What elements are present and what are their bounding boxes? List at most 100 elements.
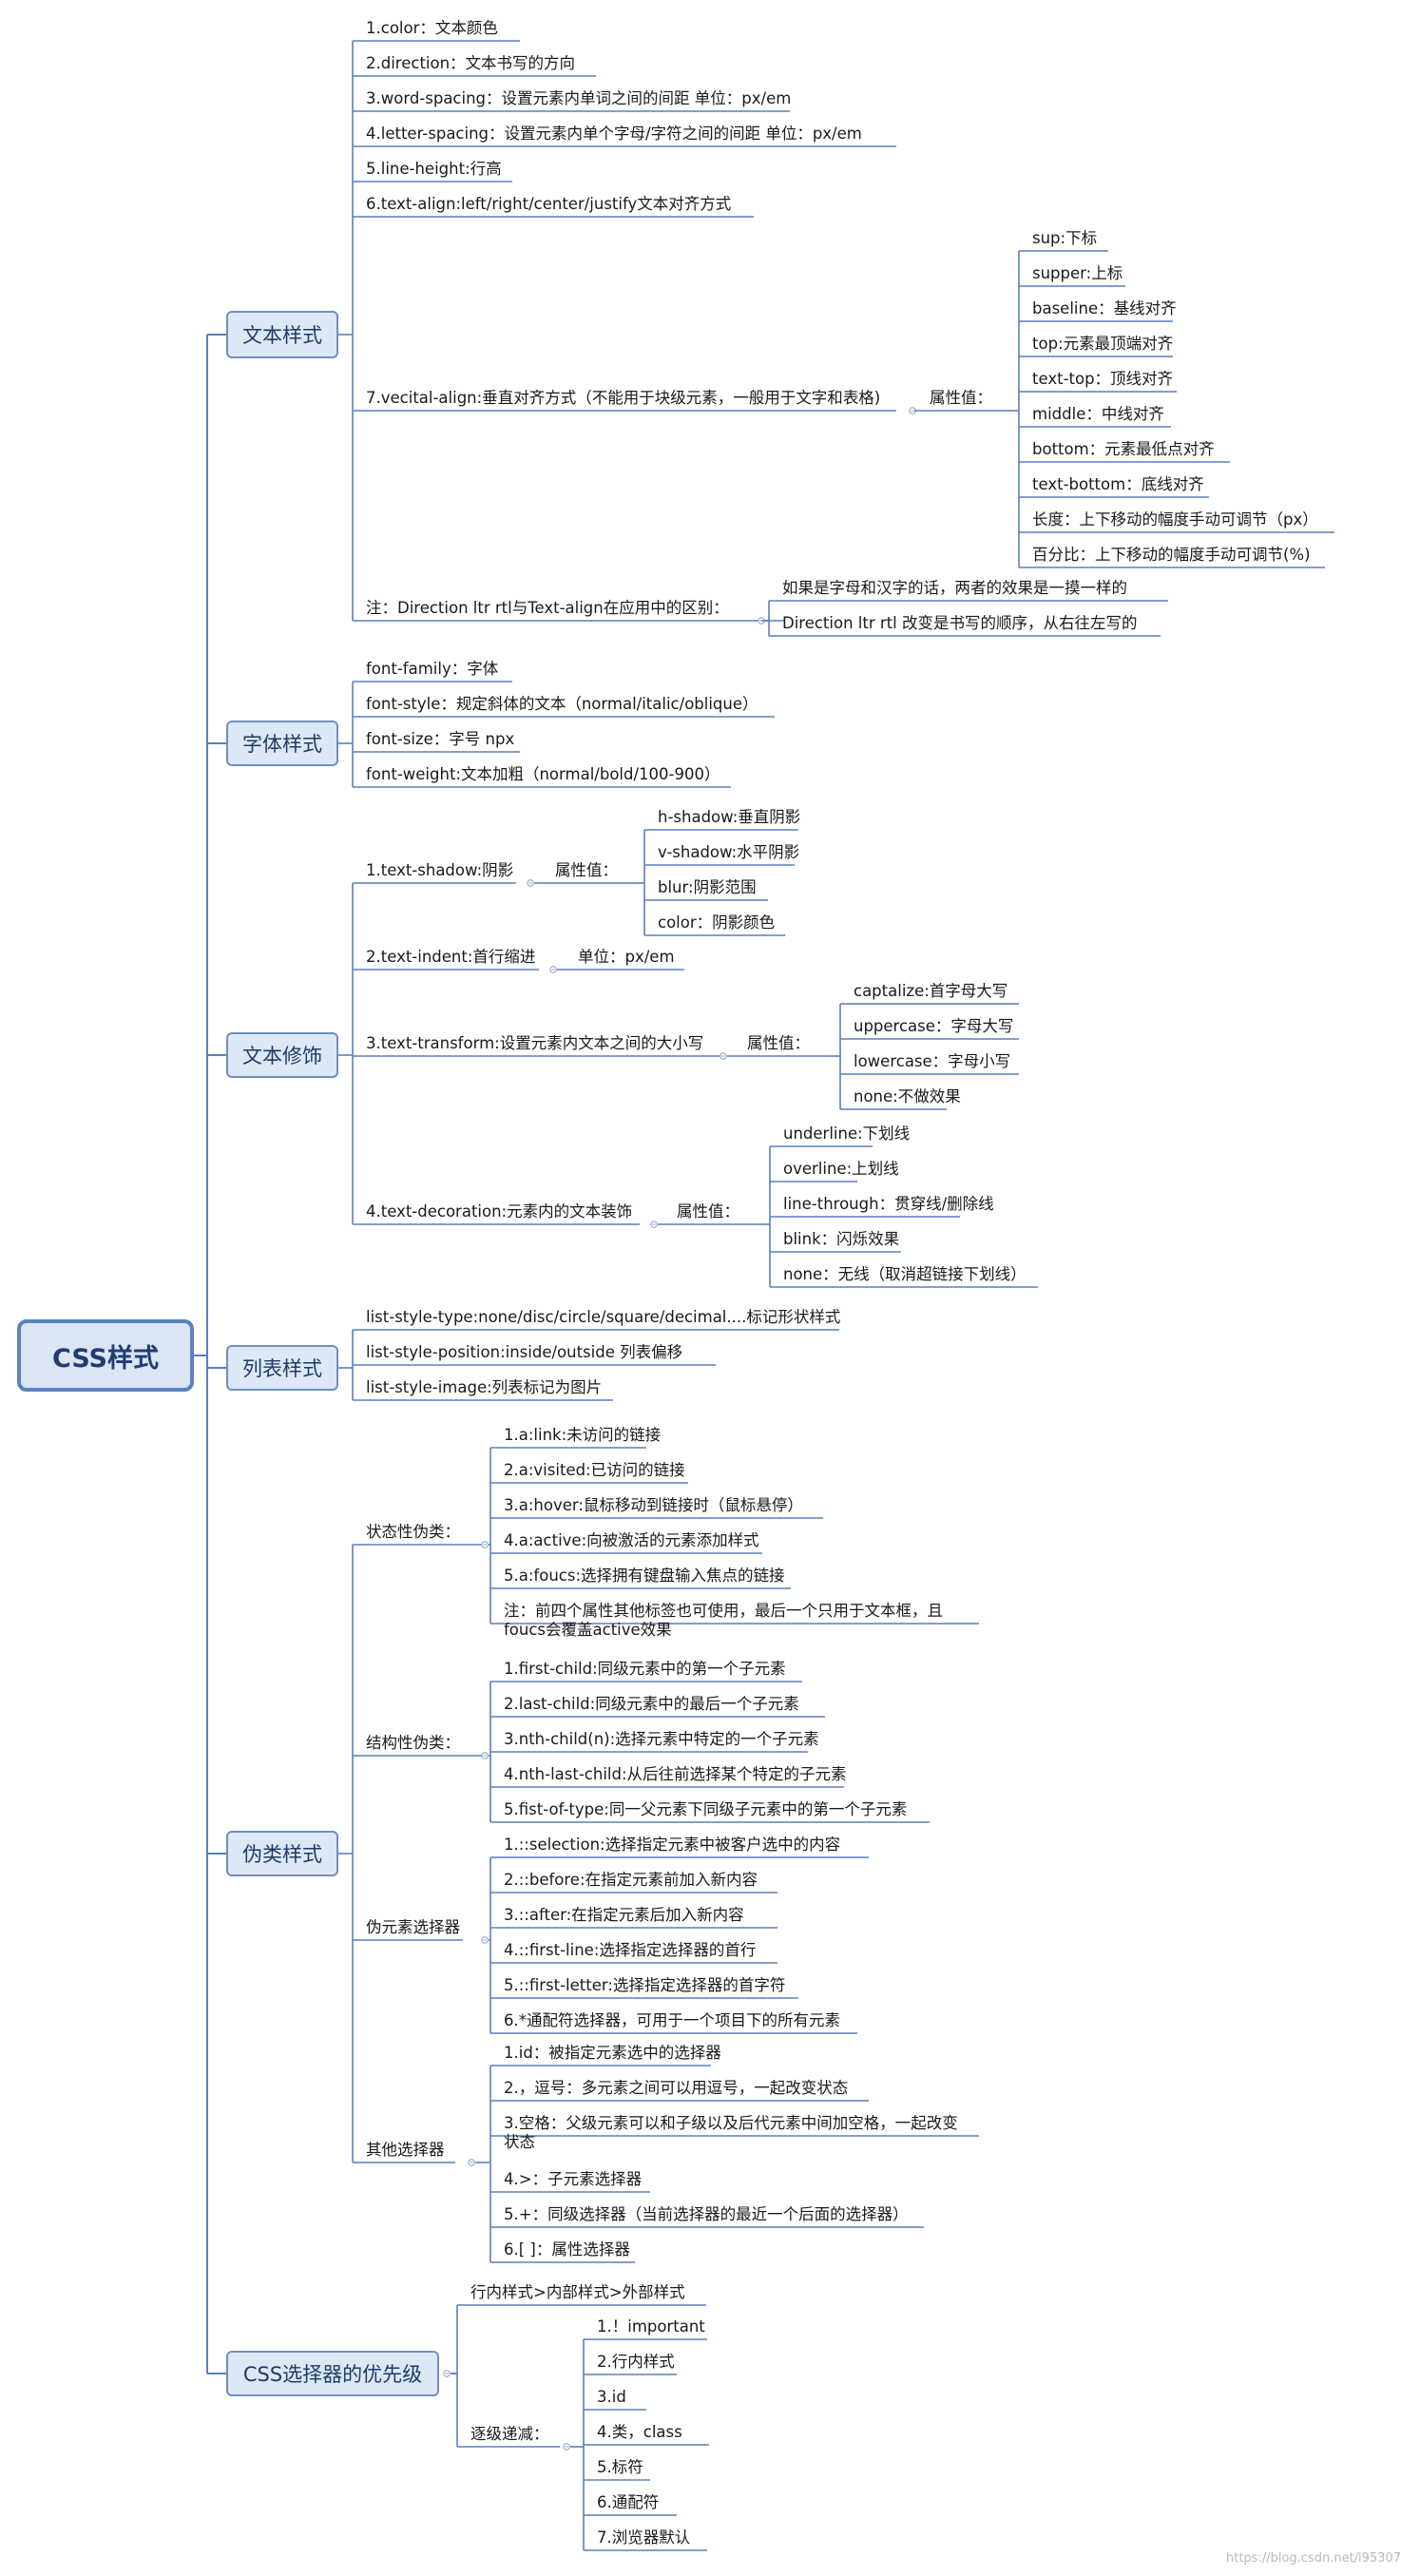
leaf-node[interactable]: 1.！important <box>597 2317 705 2336</box>
branch-text-decoration[interactable]: 文本修饰 <box>226 1032 338 1078</box>
leaf-node[interactable]: blur:阴影范围 <box>658 878 757 896</box>
indent-label[interactable]: 单位：px/em <box>578 948 675 966</box>
leaf-node[interactable]: none:不做效果 <box>854 1087 961 1105</box>
leaf-node[interactable]: 4.类，class <box>597 2423 682 2441</box>
leaf-node[interactable]: supper:上标 <box>1032 264 1123 282</box>
leaf-node[interactable]: font-family：字体 <box>366 660 499 678</box>
leaf-node[interactable]: uppercase：字母大写 <box>854 1017 1014 1035</box>
leaf-node[interactable]: 3.text-transform:设置元素内文本之间的大小写 <box>366 1034 704 1052</box>
leaf-node[interactable]: 1.::selection:选择指定元素中被客户选中的内容 <box>504 1836 841 1854</box>
leaf-node[interactable]: text-bottom：底线对齐 <box>1032 475 1204 493</box>
root-node[interactable]: CSS样式 <box>17 1319 194 1392</box>
leaf-node[interactable]: line-through：贯穿线/删除线 <box>783 1195 994 1213</box>
leaf-node[interactable]: 6.*通配符选择器，可用于一个项目下的所有元素 <box>504 2011 840 2029</box>
leaf-node[interactable]: middle：中线对齐 <box>1032 405 1164 423</box>
leaf-node[interactable]: 3.a:hover:鼠标移动到链接时（鼠标悬停） <box>504 1496 803 1514</box>
decoration-label[interactable]: 属性值： <box>677 1202 739 1221</box>
leaf-node[interactable]: 2.行内样式 <box>597 2353 675 2371</box>
collapse-toggle <box>481 1541 489 1548</box>
leaf-node[interactable]: none：无线（取消超链接下划线） <box>783 1265 1027 1283</box>
leaf-node[interactable]: list-style-type:none/disc/circle/square/… <box>366 1308 841 1326</box>
leaf-node[interactable]: 4.a:active:向被激活的元素添加样式 <box>504 1531 759 1549</box>
leaf-node[interactable]: 注：Direction ltr rtl与Text-align在应用中的区别： <box>366 599 729 617</box>
leaf-node[interactable]: 状态性伪类： <box>366 1523 460 1541</box>
collapse-toggle <box>468 2159 475 2166</box>
leaf-node[interactable]: 3.id <box>597 2388 626 2406</box>
leaf-node[interactable]: h-shadow:垂直阴影 <box>658 808 801 826</box>
valign-label[interactable]: 属性值： <box>930 389 992 407</box>
leaf-node[interactable]: top:元素最顶端对齐 <box>1032 335 1174 353</box>
leaf-node[interactable]: v-shadow:水平阴影 <box>658 843 800 861</box>
leaf-node[interactable]: 7.vecital-align:垂直对齐方式（不能用于块级元素，一般用于文字和表… <box>366 389 881 407</box>
leaf-node[interactable]: 2.，逗号：多元素之间可以用逗号，一起改变状态 <box>504 2079 849 2097</box>
leaf-node[interactable]: 3.空格：父级元素可以和子级以及后代元素中间加空格，一起改变状态 <box>504 2114 958 2151</box>
collapse-toggle <box>549 966 557 973</box>
leaf-node[interactable]: 4.text-decoration:元素内的文本装饰 <box>366 1202 633 1221</box>
leaf-node[interactable]: 5.line-height:行高 <box>366 160 502 178</box>
collapse-toggle <box>758 617 765 625</box>
leaf-node[interactable]: 长度：上下移动的幅度手动可调节（px） <box>1032 510 1318 529</box>
leaf-node[interactable]: 2.text-indent:首行缩进 <box>366 948 536 966</box>
leaf-node[interactable]: 6.通配符 <box>597 2493 660 2511</box>
leaf-node[interactable]: 4.letter-spacing：设置元素内单个字母/字符之间的间距 单位：px… <box>366 125 862 143</box>
leaf-node[interactable]: 如果是字母和汉字的话，两者的效果是一摸一样的 <box>782 579 1127 597</box>
branch-selector-priority[interactable]: CSS选择器的优先级 <box>226 2351 439 2396</box>
branch-font-style[interactable]: 字体样式 <box>226 721 338 766</box>
leaf-node[interactable]: 1.text-shadow:阴影 <box>366 861 514 879</box>
shadow-label[interactable]: 属性值： <box>555 861 618 879</box>
leaf-node[interactable]: 4.>：子元素选择器 <box>504 2170 643 2188</box>
leaf-node[interactable]: blink：闪烁效果 <box>783 1230 900 1248</box>
branch-list-style[interactable]: 列表样式 <box>226 1345 338 1391</box>
leaf-node[interactable]: 其他选择器 <box>366 2141 445 2159</box>
leaf-node[interactable]: 2.last-child:同级元素中的最后一个子元素 <box>504 1695 799 1713</box>
leaf-node[interactable]: font-style：规定斜体的文本（normal/italic/oblique… <box>366 695 758 713</box>
leaf-node[interactable]: 4.nth-last-child:从后往前选择某个特定的子元素 <box>504 1765 847 1783</box>
leaf-node[interactable]: list-style-position:inside/outside 列表偏移 <box>366 1343 683 1361</box>
leaf-node[interactable]: text-top：顶线对齐 <box>1032 370 1174 388</box>
leaf-node[interactable]: 5.fist-of-type:同一父元素下同级子元素中的第一个子元素 <box>504 1800 908 1818</box>
branch-text-style[interactable]: 文本样式 <box>226 311 338 358</box>
leaf-node[interactable]: 7.浏览器默认 <box>597 2528 691 2547</box>
leaf-node[interactable]: baseline：基线对齐 <box>1032 299 1177 317</box>
leaf-node[interactable]: color：阴影颜色 <box>658 913 776 932</box>
leaf-node[interactable]: 5.a:foucs:选择拥有键盘输入焦点的链接 <box>504 1567 785 1585</box>
leaf-node[interactable]: sup:下标 <box>1032 229 1098 247</box>
leaf-node[interactable]: 行内样式>内部样式>外部样式 <box>470 2283 685 2301</box>
leaf-node[interactable]: 2.direction：文本书写的方向 <box>366 54 576 72</box>
leaf-node[interactable]: 伪元素选择器 <box>366 1918 460 1936</box>
leaf-node[interactable]: 6.[ ]：属性选择器 <box>504 2240 630 2259</box>
watermark: https://blog.csdn.net/l95307 <box>1226 2551 1401 2566</box>
leaf-node[interactable]: 3.::after:在指定元素后加入新内容 <box>504 1906 744 1924</box>
leaf-node[interactable]: 结构性伪类： <box>366 1734 460 1752</box>
leaf-node[interactable]: 2.a:visited:已访问的链接 <box>504 1461 685 1479</box>
leaf-node[interactable]: 1.color：文本颜色 <box>366 19 498 37</box>
leaf-node[interactable]: 注：前四个属性其他标签也可使用，最后一个只用于文本框，且foucs会覆盖acti… <box>504 1602 943 1639</box>
leaf-node[interactable]: 1.first-child:同级元素中的第一个子元素 <box>504 1660 786 1678</box>
leaf-node[interactable]: 4.::first-line:选择指定选择器的首行 <box>504 1941 757 1959</box>
leaf-node[interactable]: 1.id：被指定元素选中的选择器 <box>504 2044 721 2062</box>
leaf-node[interactable]: 5.+：同级选择器（当前选择器的最近一个后面的选择器） <box>504 2205 909 2223</box>
leaf-node[interactable]: font-weight:文本加粗（normal/bold/100-900） <box>366 765 720 783</box>
leaf-node[interactable]: 1.a:link:未访问的链接 <box>504 1426 662 1444</box>
collapse-toggle <box>481 1936 489 1944</box>
collapse-toggle <box>563 2443 570 2451</box>
leaf-node[interactable]: 3.nth-child(n):选择元素中特定的一个子元素 <box>504 1730 819 1748</box>
leaf-node[interactable]: 5.::first-letter:选择指定选择器的首字符 <box>504 1976 786 1994</box>
leaf-node[interactable]: 3.word-spacing：设置元素内单词之间的间距 单位：px/em <box>366 89 792 107</box>
leaf-node[interactable]: bottom：元素最低点对齐 <box>1032 440 1215 458</box>
leaf-node[interactable]: lowercase：字母小写 <box>854 1052 1011 1070</box>
branch-pseudo-class[interactable]: 伪类样式 <box>226 1831 338 1876</box>
leaf-node[interactable]: Direction ltr rtl 改变是书写的顺序，从右往左写的 <box>782 614 1138 632</box>
leaf-node[interactable]: underline:下划线 <box>783 1125 911 1143</box>
transform-label[interactable]: 属性值： <box>747 1034 810 1052</box>
leaf-node[interactable]: list-style-image:列表标记为图片 <box>366 1378 603 1396</box>
leaf-node[interactable]: 百分比：上下移动的幅度手动可调节(%) <box>1032 546 1311 564</box>
leaf-node[interactable]: font-size：字号 npx <box>366 730 515 748</box>
leaf-node[interactable]: 5.标符 <box>597 2458 643 2476</box>
leaf-node[interactable]: captalize:首字母大写 <box>854 982 1008 1000</box>
leaf-node[interactable]: 逐级递减： <box>470 2425 549 2443</box>
leaf-node[interactable]: 2.::before:在指定元素前加入新内容 <box>504 1871 758 1889</box>
leaf-node[interactable]: overline:上划线 <box>783 1160 899 1178</box>
leaf-node[interactable]: 6.text-align:left/right/center/justify文本… <box>366 195 732 213</box>
collapse-toggle <box>720 1052 727 1060</box>
